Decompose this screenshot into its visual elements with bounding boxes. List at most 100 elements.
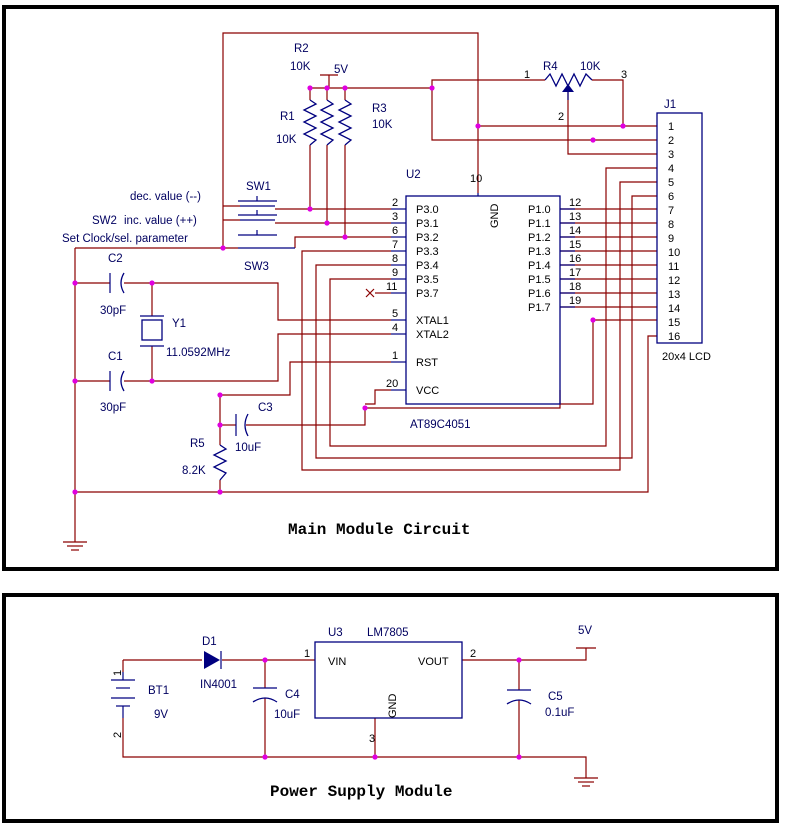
main-wires: [74, 32, 657, 542]
potentiometer-r4: R4 10K 1 2 3: [524, 61, 627, 123]
svg-text:15: 15: [569, 239, 581, 251]
switch-sw1: SW1 dec. value (--): [130, 181, 277, 207]
junction-dots: [72, 85, 626, 495]
svg-text:P1.1: P1.1: [528, 218, 551, 230]
power-module-frame: [2, 593, 779, 823]
svg-text:0.1uF: 0.1uF: [545, 707, 574, 719]
svg-text:2: 2: [392, 197, 398, 209]
svg-text:C3: C3: [258, 402, 273, 414]
svg-text:P1.0: P1.0: [528, 204, 551, 216]
u2-right-pins: 12 P1.0 13 P1.1 14 P1.2 15 P1.3 16 P1.4 …: [528, 197, 581, 314]
svg-text:C4: C4: [285, 689, 300, 701]
svg-text:6: 6: [392, 225, 398, 237]
svg-text:VIN: VIN: [328, 656, 346, 668]
svg-text:1: 1: [524, 69, 530, 81]
regulator-u3: U3 LM7805 1 VIN 2 VOUT GND 3: [304, 627, 476, 745]
svg-text:J1: J1: [664, 99, 676, 111]
svg-text:2: 2: [470, 648, 476, 660]
sw3-desc: Set Clock/sel. parameter: [62, 233, 188, 245]
svg-text:BT1: BT1: [148, 685, 169, 697]
svg-text:10K: 10K: [276, 134, 297, 146]
svg-text:18: 18: [569, 281, 581, 293]
sw1-desc: dec. value (--): [130, 191, 201, 203]
u2-left-pins: 2 P3.0 3 P3.1 6 P3.2 7 P3.3 8 P3.4 9 P3.…: [386, 197, 449, 397]
j1-pin-10: 10: [668, 247, 680, 259]
svg-text:Y1: Y1: [172, 318, 186, 330]
svg-text:C5: C5: [548, 691, 563, 703]
j1-pin-1: 1: [668, 121, 674, 133]
svg-text:14: 14: [569, 225, 581, 237]
main-module-frame: [2, 5, 779, 571]
capacitor-c2: C2 30pF: [100, 253, 126, 317]
svg-text:VCC: VCC: [416, 385, 439, 397]
j1-pin-6: 6: [668, 191, 674, 203]
svg-text:1: 1: [392, 350, 398, 362]
svg-text:AT89C4051: AT89C4051: [410, 419, 471, 431]
crystal-y1: Y1 11.0592MHz: [140, 315, 231, 359]
svg-text:30pF: 30pF: [100, 402, 126, 414]
svg-text:10K: 10K: [372, 119, 393, 131]
svg-text:P3.7: P3.7: [416, 288, 439, 300]
svg-text:8.2K: 8.2K: [182, 465, 206, 477]
j1-pin-15: 15: [668, 317, 680, 329]
svg-text:P1.7: P1.7: [528, 302, 551, 314]
svg-text:P3.4: P3.4: [416, 260, 439, 272]
svg-text:10K: 10K: [290, 61, 311, 73]
svg-text:VOUT: VOUT: [418, 656, 449, 668]
power-module-title: Power Supply Module: [270, 783, 452, 801]
capacitor-c1: C1 30pF: [100, 351, 126, 414]
resistor-r2: R2 10K: [290, 43, 335, 146]
vcc-symbol-main: 5V: [320, 64, 348, 76]
svg-text:20: 20: [386, 378, 398, 390]
svg-text:C2: C2: [108, 253, 123, 265]
svg-text:R1: R1: [280, 111, 295, 123]
svg-text:SW1: SW1: [246, 181, 271, 193]
power-wires: [122, 648, 587, 778]
svg-text:IN4001: IN4001: [200, 679, 237, 691]
svg-text:1: 1: [112, 670, 124, 676]
svg-text:P3.0: P3.0: [416, 204, 439, 216]
svg-text:R2: R2: [294, 43, 309, 55]
svg-text:P1.6: P1.6: [528, 288, 551, 300]
svg-text:8: 8: [392, 253, 398, 265]
svg-text:U3: U3: [328, 627, 343, 639]
svg-text:XTAL1: XTAL1: [416, 315, 449, 327]
j1-pin-4: 4: [668, 163, 674, 175]
main-module-title: Main Module Circuit: [288, 521, 470, 539]
mcu-u2: U2 AT89C4051 10 GND 2 P3.0 3 P3.1 6 P3.2…: [386, 169, 581, 431]
svg-text:16: 16: [569, 253, 581, 265]
j1-pin-16: 16: [668, 331, 680, 343]
svg-text:R4: R4: [543, 61, 558, 73]
j1-pin-2: 2: [668, 135, 674, 147]
svg-text:R3: R3: [372, 103, 387, 115]
svg-text:GND: GND: [387, 694, 399, 719]
svg-text:20x4 LCD: 20x4 LCD: [662, 351, 711, 363]
ground-symbol-power: [574, 777, 598, 787]
nc-marker: [365, 288, 375, 298]
resistor-r5: R5 8.2K: [182, 438, 228, 481]
resistor-r3: R3 10K: [337, 99, 393, 146]
capacitor-c4: C4 10uF: [252, 687, 300, 721]
sw2-desc: inc. value (++): [124, 215, 197, 227]
svg-text:P3.1: P3.1: [416, 218, 439, 230]
svg-text:D1: D1: [202, 636, 217, 648]
j1-pin-12: 12: [668, 275, 680, 287]
svg-text:12: 12: [569, 197, 581, 209]
j1-pin-14: 14: [668, 303, 680, 315]
svg-text:11.0592MHz: 11.0592MHz: [166, 347, 231, 359]
j1-pin-13: 13: [668, 289, 680, 301]
power-junction-dots: [262, 657, 522, 760]
svg-text:10uF: 10uF: [235, 442, 261, 454]
svg-text:3: 3: [392, 211, 398, 223]
svg-text:P1.3: P1.3: [528, 246, 551, 258]
svg-text:9V: 9V: [154, 709, 168, 721]
svg-text:P3.3: P3.3: [416, 246, 439, 258]
svg-text:30pF: 30pF: [100, 305, 126, 317]
diode-d1: D1 IN4001: [200, 636, 237, 691]
svg-text:SW2: SW2: [92, 215, 117, 227]
svg-text:P1.5: P1.5: [528, 274, 551, 286]
j1-pin-7: 7: [668, 205, 674, 217]
